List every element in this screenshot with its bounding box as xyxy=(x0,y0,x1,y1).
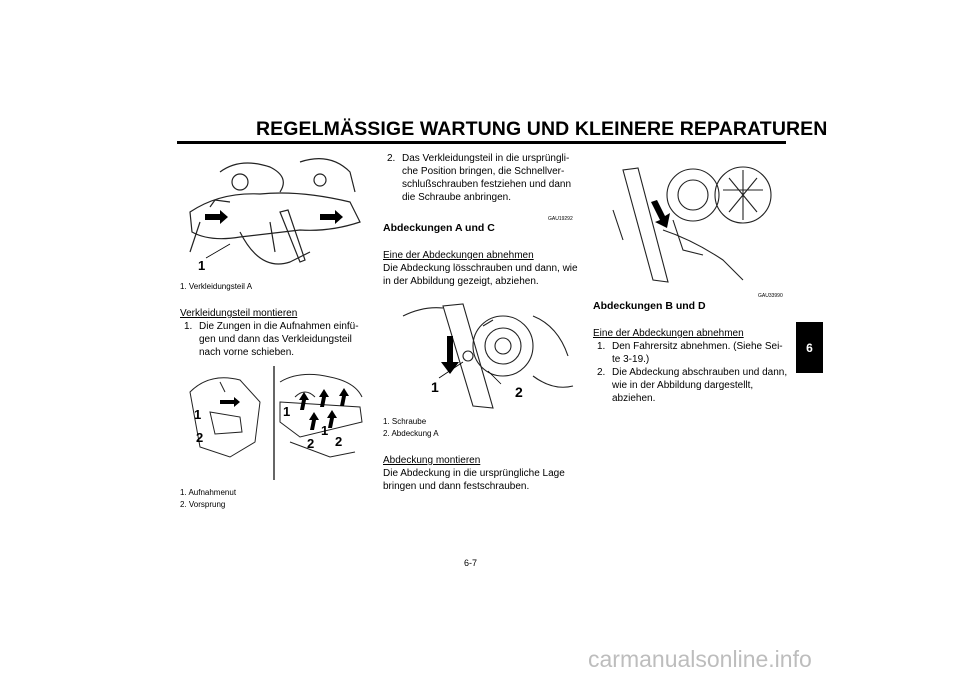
title-rule xyxy=(177,141,786,144)
page-title: REGELMÄSSIGE WARTUNG UND KLEINERE REPARA… xyxy=(256,118,828,140)
ref-code-2: GAU33990 xyxy=(758,293,783,299)
fig2-callout-right-2b: 2 xyxy=(335,434,342,449)
ref-code: GAU19292 xyxy=(548,216,573,222)
figure-fairing-panel-a: 1 xyxy=(189,158,361,273)
fig1-caption: 1. Verkleidungsteil A xyxy=(180,282,253,291)
step-2: 2. Das Verkleidungsteil in die ursprüngli… xyxy=(383,152,579,204)
figure-cover-b-d xyxy=(612,166,772,283)
step-2-number: 2. xyxy=(387,153,396,164)
step-b-2-number: 2. xyxy=(597,367,606,378)
fig2-caption-1: 1. Aufnahmenut xyxy=(180,488,237,497)
step-b-2: 2. Die Abdeckung abschrauben und dann, wi… xyxy=(593,366,789,405)
section-heading-verkleidungsteil: Verkleidungsteil montieren xyxy=(180,308,298,319)
step-1: 1. Die Zungen in die Aufnahmen einfü-gen … xyxy=(180,320,366,359)
subheading-montieren: Abdeckung montieren xyxy=(383,455,481,466)
subheading-abnehmen-2: Eine der Abdeckungen abnehmen xyxy=(593,328,744,339)
figure-tongues-slots: 1 2 1 1 2 2 xyxy=(189,366,363,480)
figure-cover-a-screw: 1 2 xyxy=(402,303,574,409)
step-1-text: Die Zungen in die Aufnahmen einfü-gen un… xyxy=(199,321,359,358)
fig3-caption-2: 2. Abdeckung A xyxy=(383,429,439,438)
step-1-number: 1. xyxy=(184,321,193,332)
subheading-abnehmen: Eine der Abdeckungen abnehmen xyxy=(383,250,534,261)
fig3-caption-1: 1. Schraube xyxy=(383,417,427,426)
fig2-caption-2: 2. Vorsprung xyxy=(180,500,226,509)
chapter-tab: 6 xyxy=(796,322,823,373)
step-b-1-text: Den Fahrersitz abnehmen. (Siehe Sei-te 3… xyxy=(612,341,783,365)
fig2-callout-right-2a: 2 xyxy=(307,436,314,451)
step-b-2-text: Die Abdeckung abschrauben und dann, wie … xyxy=(612,367,788,404)
fig2-callout-left-1: 1 xyxy=(194,407,201,422)
paragraph-abnehmen: Die Abdeckung lösschrauben und dann, wie… xyxy=(383,263,578,287)
step-b-1: 1. Den Fahrersitz abnehmen. (Siehe Sei-te… xyxy=(593,340,789,366)
fig3-callout-2: 2 xyxy=(515,384,523,400)
paragraph-montieren: Die Abdeckung in die ursprüngliche Lage … xyxy=(383,468,565,492)
step-2-text: Das Verkleidungsteil in die ursprüngli-c… xyxy=(402,153,572,203)
watermark: carmanualsonline.info xyxy=(588,646,812,672)
heading-abdeckungen-a-c: Abdeckungen A und C xyxy=(383,222,495,234)
fig1-callout-1: 1 xyxy=(198,258,205,273)
fig2-callout-left-2: 2 xyxy=(196,430,203,445)
fig2-callout-right-1a: 1 xyxy=(283,404,290,419)
page-number: 6-7 xyxy=(464,558,478,568)
heading-abdeckungen-b-d: Abdeckungen B und D xyxy=(593,300,706,312)
fig3-callout-1: 1 xyxy=(431,379,439,395)
fig2-callout-right-1b: 1 xyxy=(321,423,328,438)
step-b-1-number: 1. xyxy=(597,341,606,352)
